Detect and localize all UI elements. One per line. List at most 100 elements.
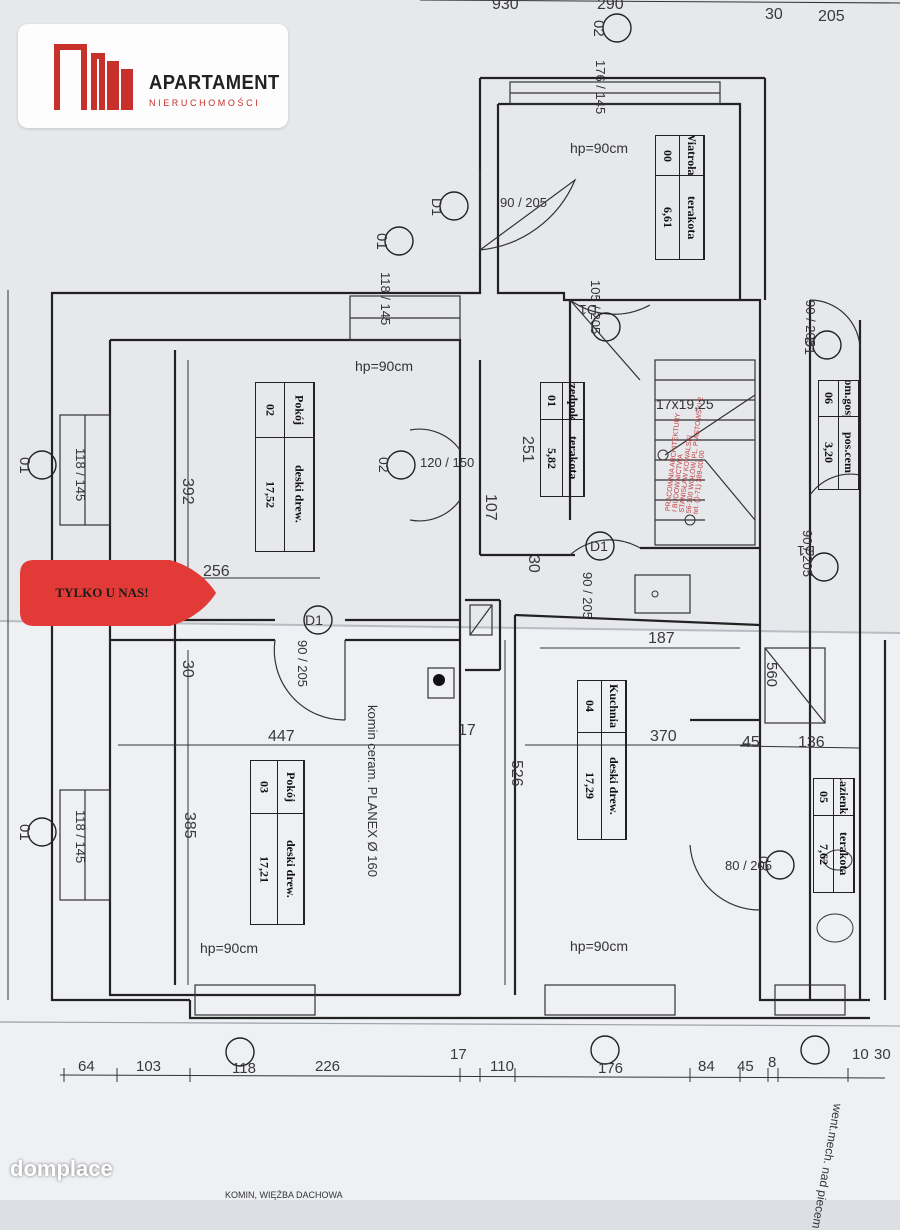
- window-dims: 118 / 145: [378, 272, 393, 326]
- interior-dimension: 447: [268, 728, 295, 745]
- bottom-dimension: 64: [78, 1058, 95, 1075]
- room-number: 03: [251, 761, 277, 815]
- room-number: 02: [256, 383, 284, 438]
- room-pokoj-03: 03 17,21 Pokój deski drew.: [250, 760, 305, 925]
- hp-label: hp=90cm: [200, 940, 258, 956]
- badge-label: TYLKO U NAS!: [55, 585, 149, 600]
- brand-logo: APARTAMENT NIERUCHOMOŚCI: [18, 24, 288, 128]
- room-area: 17,21: [257, 855, 272, 883]
- room-finish: terakota: [566, 436, 581, 480]
- exclusive-badge[interactable]: TYLKO U NAS!: [20, 560, 216, 626]
- bottom-dimension: 110: [490, 1058, 514, 1075]
- door-size: 120 / 150: [420, 455, 475, 470]
- stairs-label: 17x19,25: [656, 396, 714, 412]
- hp-label: hp=90cm: [570, 140, 628, 156]
- interior-dimension: 370: [650, 728, 677, 745]
- room-name: Pom.gosp.: [839, 381, 858, 417]
- window-tag: 01: [16, 824, 33, 841]
- bottom-dimension: 103: [136, 1058, 162, 1075]
- top-dimension: 930: [492, 0, 519, 13]
- window-tag: 01: [373, 233, 390, 250]
- hp-label: hp=90cm: [355, 358, 413, 374]
- interior-dimension: 251: [519, 436, 536, 463]
- window-dims: 118 / 145: [73, 810, 88, 864]
- room-number: 00: [656, 136, 679, 177]
- room-wiatrolap: 00 6,61 Wiatrołap terakota: [655, 135, 705, 260]
- interior-dimension: 526: [508, 760, 525, 787]
- apartment-logo-icon: [54, 44, 133, 110]
- logo-brand: APARTAMENT: [149, 72, 280, 94]
- room-finish: deski drew.: [292, 465, 307, 524]
- door-size: 90 / 205: [500, 195, 547, 210]
- door-size: 90 / 205: [803, 300, 818, 347]
- interior-dimension: 136: [798, 734, 825, 751]
- room-number: 04: [578, 681, 601, 733]
- room-finish: pos.cem: [842, 432, 856, 474]
- interior-dimension: 30: [179, 660, 196, 678]
- interior-dimension: 45: [742, 734, 760, 751]
- room-name: Pokój: [277, 761, 303, 815]
- room-name: Wiatrołap: [680, 136, 703, 177]
- room-przedpokoj: 01 5,82 Przedpokój terakota: [540, 382, 585, 497]
- room-number: 06: [819, 381, 838, 417]
- chimney-label: komin ceram. PLANEX Ø 160: [365, 705, 380, 877]
- bottom-dimension: 8: [768, 1054, 777, 1071]
- door-size: 90 / 205: [800, 530, 815, 577]
- door-tag: 02: [376, 457, 392, 473]
- bottom-dimension: 118: [232, 1060, 256, 1077]
- bottom-dimension: 30: [874, 1046, 891, 1063]
- badge-shape: [20, 560, 216, 626]
- room-finish: deski drew.: [283, 840, 298, 898]
- room-area: 17,29: [583, 772, 597, 800]
- bottom-dimension: 45: [737, 1058, 754, 1075]
- paper-lower: [0, 622, 900, 1200]
- room-finish: terakota: [685, 196, 699, 240]
- interior-dimension: 107: [482, 494, 499, 521]
- interior-dimension: 385: [181, 812, 198, 839]
- door-size: 90 / 205: [295, 640, 310, 687]
- door-size: 90 / 205: [580, 572, 595, 619]
- window-tag: 02: [590, 20, 607, 37]
- bottom-dimension: 17: [450, 1046, 467, 1063]
- room-number: 01: [541, 383, 562, 421]
- interior-dimension: 187: [648, 630, 675, 647]
- room-name: Pokój: [285, 383, 313, 438]
- door-tag: D1: [305, 612, 323, 628]
- room-area: 17,52: [263, 480, 278, 508]
- door-size: 80 / 205: [725, 858, 772, 873]
- bottom-dimension: 84: [698, 1058, 715, 1075]
- bottom-dimension: 226: [315, 1058, 341, 1075]
- room-finish: deski drew.: [607, 756, 621, 815]
- room-name: Łazienka: [834, 779, 853, 817]
- room-area: 5,82: [544, 447, 559, 469]
- shower-label: 560: [763, 662, 780, 688]
- window-dims: 118 / 145: [73, 448, 88, 502]
- hp-label: hp=90cm: [570, 938, 628, 954]
- room-area: 6,61: [661, 207, 675, 229]
- room-pom-gosp: 06 3,20 Pom.gosp. pos.cem: [818, 380, 860, 490]
- door-tag: D1: [590, 538, 608, 554]
- window-dims: 176 / 145: [593, 60, 608, 115]
- bottom-dimension: 10: [852, 1046, 869, 1063]
- room-name: Przedpokój: [562, 383, 583, 421]
- logo-tagline: NIERUCHOMOŚCI: [149, 98, 261, 108]
- room-pokoj-02: 02 17,52 Pokój deski drew.: [255, 382, 315, 552]
- interior-dimension: 256: [203, 563, 230, 580]
- interior-dimension: 30: [525, 555, 542, 573]
- window-tag: 01: [16, 457, 33, 474]
- room-name: Kuchnia: [602, 681, 625, 733]
- footer-title: KOMIN, WIĘŹBA DACHOWA: [225, 1190, 343, 1200]
- door-size: 105 / 205: [588, 280, 603, 335]
- top-dimension: 290: [597, 0, 624, 13]
- room-number: 05: [814, 779, 833, 817]
- room-area: 7,62: [817, 843, 831, 865]
- room-area: 3,20: [822, 442, 836, 464]
- interior-dimension: 392: [179, 478, 196, 505]
- room-kuchnia: 04 17,29 Kuchnia deski drew.: [577, 680, 627, 840]
- bottom-dimension: 176: [598, 1060, 624, 1077]
- door-tag: D1: [429, 198, 445, 216]
- top-dimension: 30: [765, 6, 783, 23]
- watermark: domplace: [10, 1156, 113, 1181]
